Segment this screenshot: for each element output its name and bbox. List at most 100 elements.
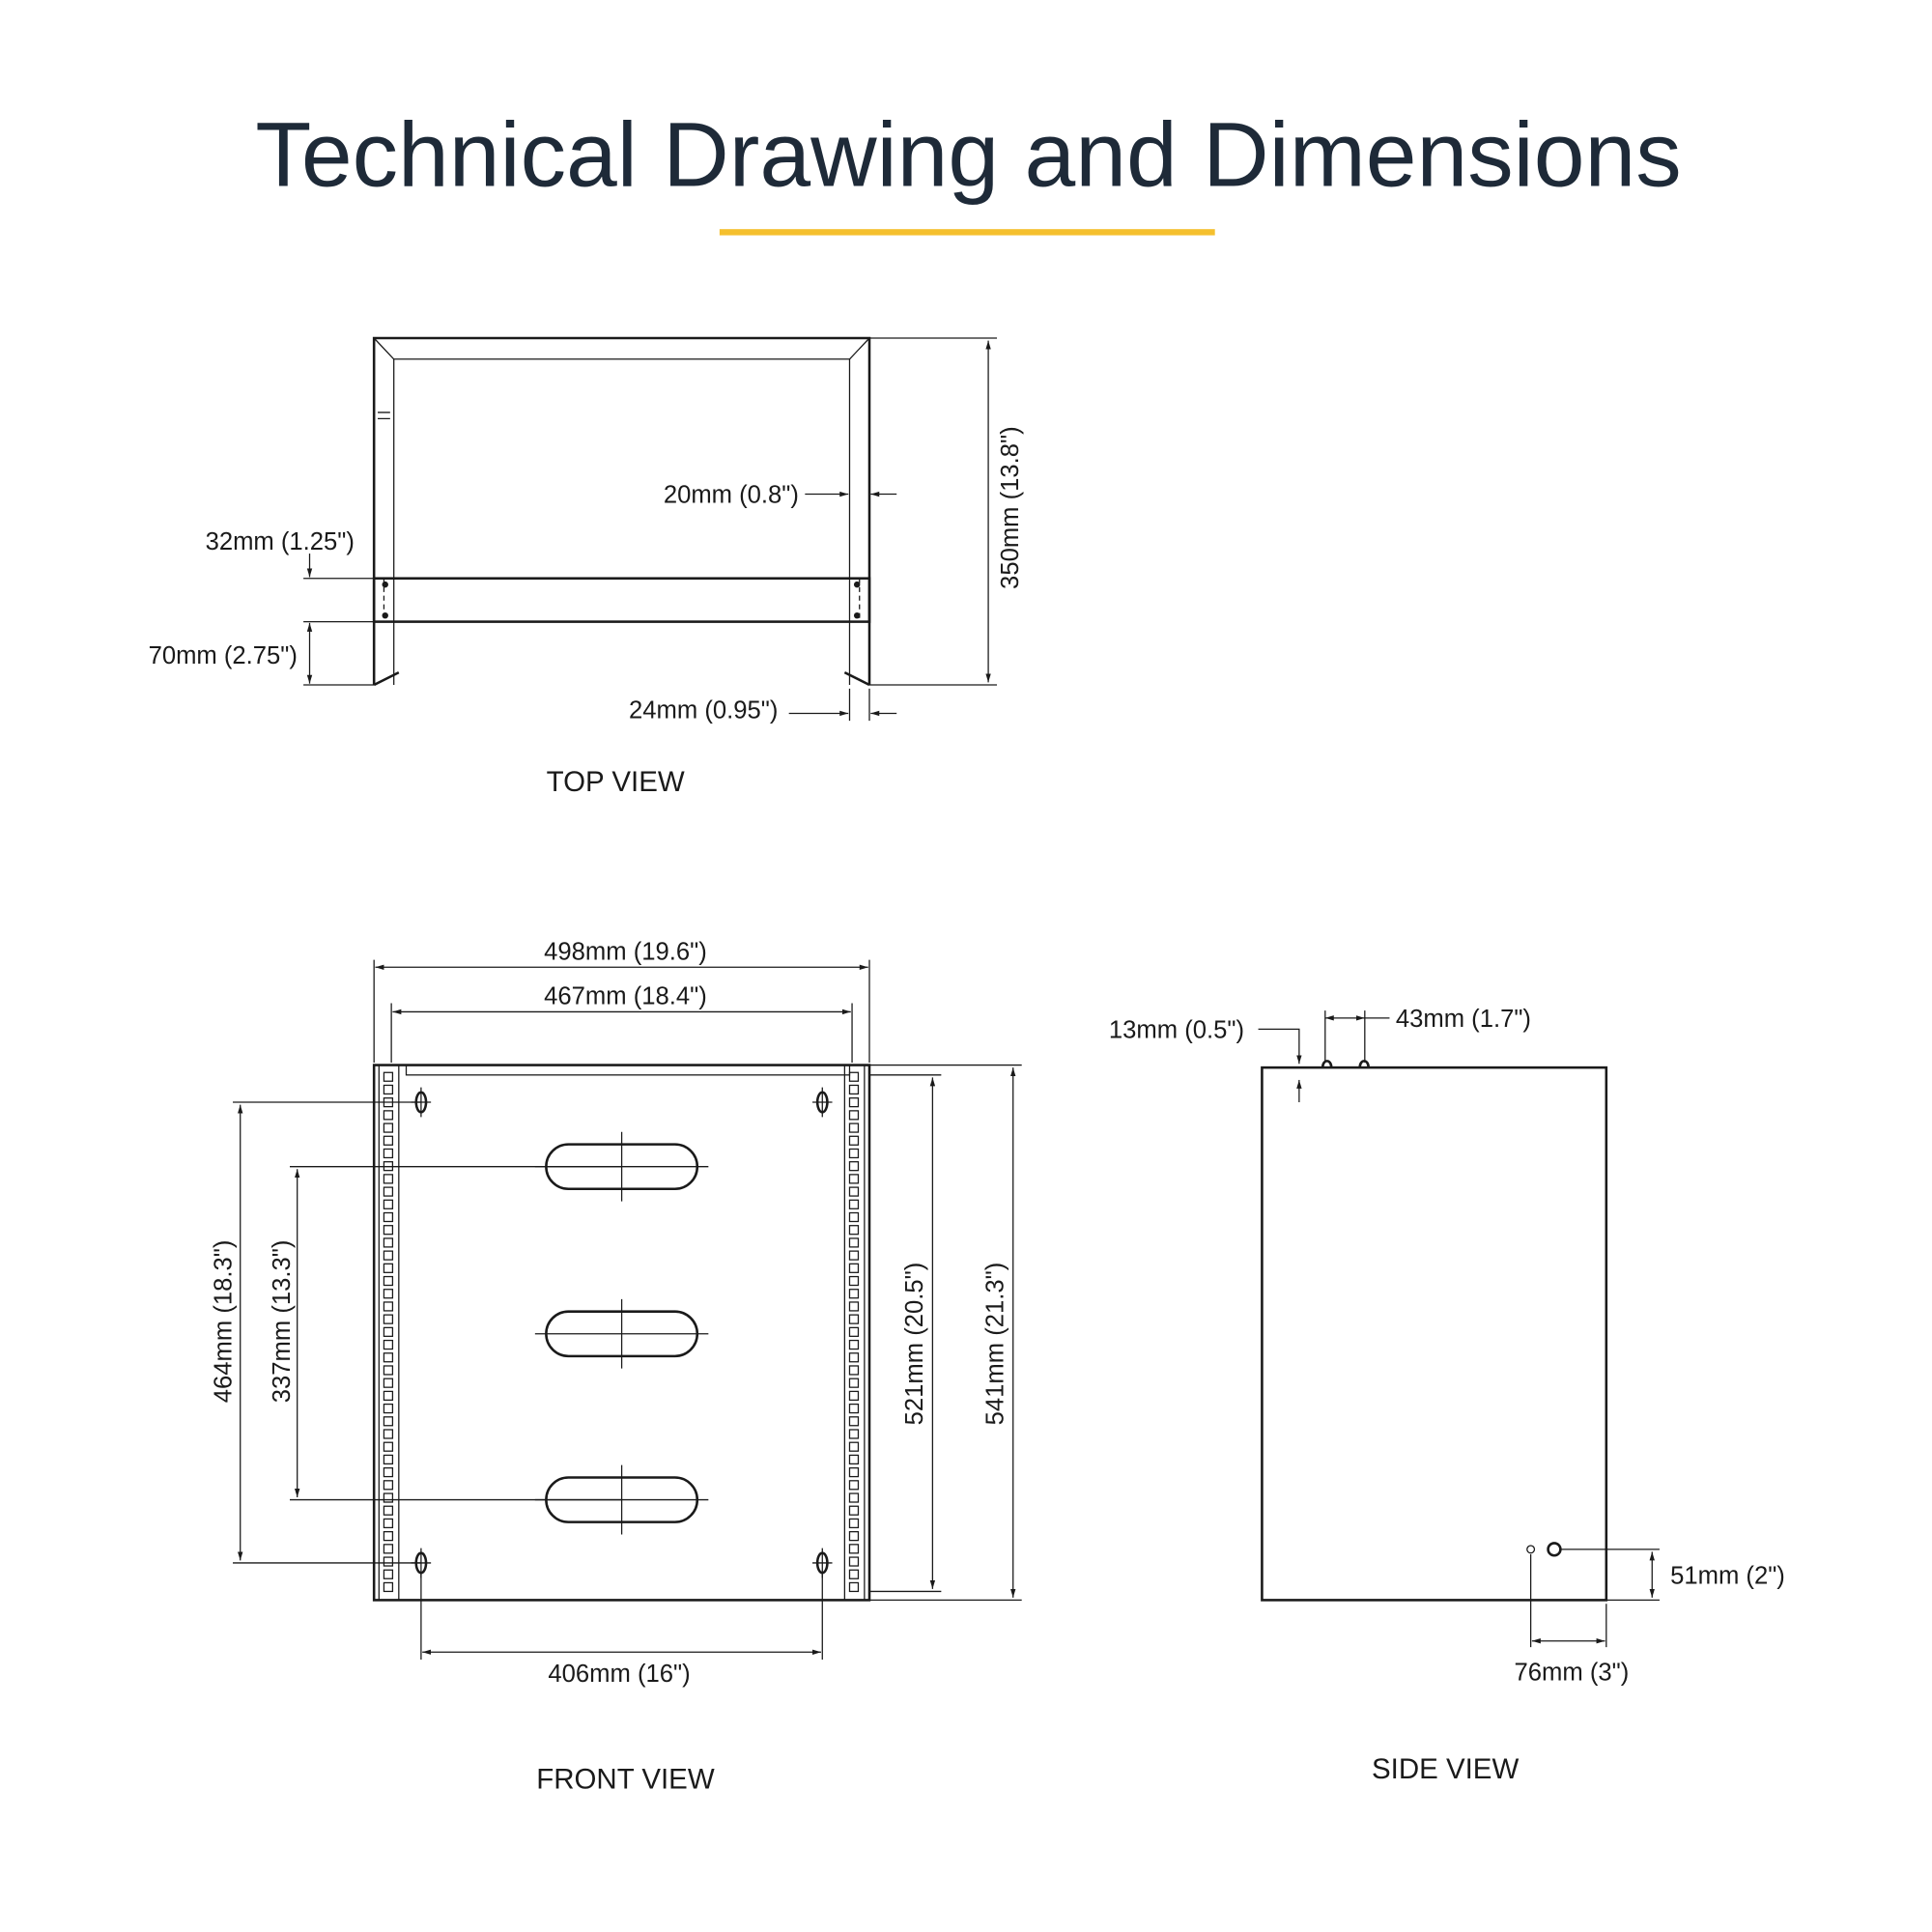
rail-hole xyxy=(383,1416,394,1427)
rail-hole xyxy=(383,1071,394,1082)
rail-hole xyxy=(848,1378,860,1388)
rail-hole xyxy=(383,1441,394,1452)
rail-hole xyxy=(848,1544,860,1554)
dim-hole-height-side: 51mm (2") xyxy=(1670,1563,1785,1590)
rail-hole xyxy=(848,1110,860,1121)
rail-hole xyxy=(383,1378,394,1388)
rail-hole xyxy=(848,1135,860,1146)
rail-hole xyxy=(383,1135,394,1146)
rail-hole xyxy=(383,1581,394,1593)
dim-foot-width: 24mm (0.95") xyxy=(629,697,778,724)
rail-hole xyxy=(848,1339,860,1350)
dim-hole-spacing: 406mm (16") xyxy=(548,1661,690,1688)
rail-hole xyxy=(848,1225,860,1236)
dim-bar-width: 32mm (1.25") xyxy=(206,528,355,555)
rail-hole xyxy=(383,1275,394,1287)
rail-hole xyxy=(848,1365,860,1376)
rail-hole xyxy=(383,1339,394,1350)
rail-hole xyxy=(848,1148,860,1159)
rail-hole xyxy=(383,1518,394,1529)
rail-hole xyxy=(383,1326,394,1337)
cable-slots xyxy=(534,1131,709,1535)
rail-hole xyxy=(848,1518,860,1529)
front-view: 498mm (19.6") 467mm (18.4") 464mm (18.3"… xyxy=(211,939,1022,1795)
rail-hole xyxy=(383,1569,394,1579)
rail-hole xyxy=(848,1569,860,1579)
rail-hole xyxy=(848,1326,860,1337)
rail-hole xyxy=(848,1275,860,1287)
rail-hole xyxy=(383,1250,394,1261)
rail-hole xyxy=(848,1480,860,1491)
rail-hole xyxy=(383,1390,394,1401)
rail-hole xyxy=(848,1466,860,1478)
side-view-label: SIDE VIEW xyxy=(1372,1753,1519,1785)
rail-hole xyxy=(383,1225,394,1236)
rail-hole xyxy=(848,1161,860,1172)
dim-outer-height: 541mm (21.3") xyxy=(981,1263,1009,1426)
rail-hole xyxy=(848,1314,860,1324)
dim-top-slot: 43mm (1.7") xyxy=(1396,1006,1531,1033)
rail-hole xyxy=(848,1492,860,1503)
rail-hole xyxy=(383,1186,394,1197)
dim-hole-depth: 76mm (3") xyxy=(1515,1660,1630,1687)
rail-hole xyxy=(848,1084,860,1095)
rail-hole xyxy=(383,1556,394,1567)
rail-hole xyxy=(848,1211,860,1223)
rail-hole xyxy=(383,1122,394,1133)
title-underline xyxy=(719,229,1215,236)
rail-hole xyxy=(848,1581,860,1593)
dim-rail-height: 521mm (20.5") xyxy=(901,1263,928,1426)
rail-hole xyxy=(848,1097,860,1108)
rail-hole xyxy=(848,1174,860,1184)
side-view: 43mm (1.7") 13mm (0.5") 51mm (2") 76mm (… xyxy=(1109,1006,1785,1785)
page-title: Technical Drawing and Dimensions xyxy=(255,103,1681,206)
dim-rail-inset: 20mm (0.8") xyxy=(664,482,799,509)
rail-hole xyxy=(383,1084,394,1095)
rail-hole xyxy=(848,1454,860,1465)
top-view: 350mm (13.8") 20mm (0.8") 32mm (1.25") 7… xyxy=(149,336,1024,798)
rail-hole xyxy=(383,1148,394,1159)
rail-hole xyxy=(383,1237,394,1248)
rail-hole xyxy=(848,1301,860,1312)
rail-hole xyxy=(848,1429,860,1439)
rail-hole xyxy=(383,1289,394,1299)
rail-hole xyxy=(383,1110,394,1121)
rail-hole xyxy=(383,1531,394,1542)
rail-hole xyxy=(383,1211,394,1223)
rail-hole xyxy=(848,1556,860,1567)
side-hole-large xyxy=(1547,1542,1562,1557)
side-hole-small xyxy=(1526,1545,1536,1554)
rail-hole xyxy=(848,1531,860,1542)
rail-hole xyxy=(383,1505,394,1516)
rail-hole xyxy=(383,1365,394,1376)
front-view-label: FRONT VIEW xyxy=(536,1763,715,1795)
dim-bar-offset: 70mm (2.75") xyxy=(149,642,298,669)
dim-inner-width: 467mm (18.4") xyxy=(544,983,707,1010)
rail-hole xyxy=(848,1199,860,1209)
rail-hole xyxy=(383,1492,394,1503)
dim-top-offset: 13mm (0.5") xyxy=(1109,1016,1244,1043)
rail-hole xyxy=(383,1454,394,1465)
rail-hole xyxy=(848,1505,860,1516)
rail-hole xyxy=(383,1480,394,1491)
slot-centerline xyxy=(534,1298,709,1369)
rail-hole xyxy=(848,1186,860,1197)
rail-hole xyxy=(383,1174,394,1184)
rail-hole xyxy=(848,1237,860,1248)
rail-hole xyxy=(848,1250,860,1261)
dim-hole-height: 464mm (18.3") xyxy=(211,1240,238,1404)
rail-hole xyxy=(848,1416,860,1427)
rail-hole xyxy=(848,1071,860,1082)
rail-hole xyxy=(383,1352,394,1363)
dim-outer-width: 498mm (19.6") xyxy=(544,939,707,966)
rail-hole xyxy=(848,1403,860,1414)
rail-hole xyxy=(848,1289,860,1299)
rail-hole xyxy=(848,1122,860,1133)
rail-hole xyxy=(383,1199,394,1209)
dim-slot-span: 337mm (13.3") xyxy=(269,1240,296,1404)
rail-hole xyxy=(383,1314,394,1324)
rail-holes xyxy=(383,1071,860,1593)
top-view-label: TOP VIEW xyxy=(547,766,685,798)
rail-hole xyxy=(383,1403,394,1414)
